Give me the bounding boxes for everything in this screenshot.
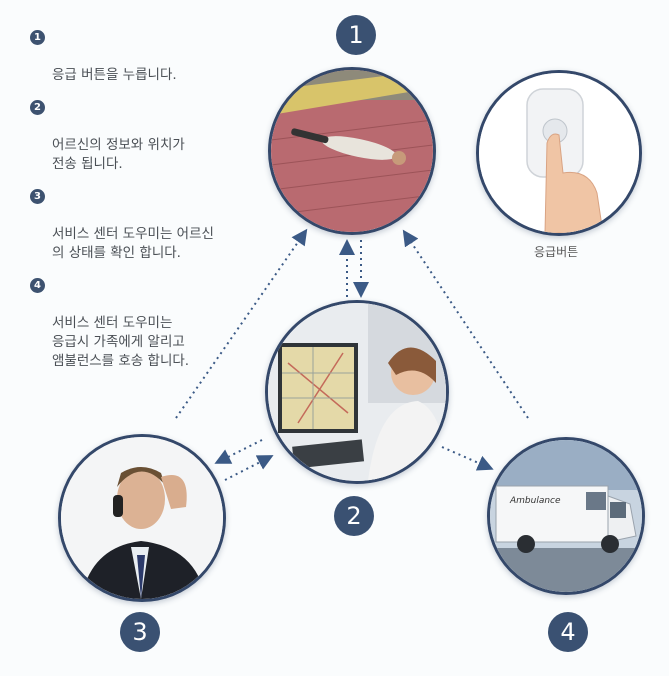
step-text: 서비스 센터 도우미는 응급시 가족에게 알리고 앰불런스를 호송 합니다. (52, 315, 190, 369)
step-item-1: 1 응급 버튼을 누릅니다. (30, 28, 290, 85)
circle-worried-family (58, 434, 226, 602)
badge-step-3: 3 (120, 612, 160, 652)
step-number-badge: 2 (30, 100, 45, 115)
worried-family-illustration (61, 437, 223, 599)
circle-fallen-elder (268, 67, 436, 235)
operator-illustration (268, 303, 446, 481)
step-text: 응급 버튼을 누릅니다. (52, 67, 177, 83)
circle-emergency-button (476, 70, 642, 236)
step-number-badge: 3 (30, 189, 45, 204)
badge-step-1: 1 (336, 15, 376, 55)
step-item-4: 4 서비스 센터 도우미는 응급시 가족에게 알리고 앰불런스를 호송 합니다. (30, 276, 290, 371)
emergency-button-illustration (479, 73, 639, 233)
ambulance-label: Ambulance (510, 496, 561, 506)
step-text: 서비스 센터 도우미는 어르신 의 상태를 확인 합니다. (52, 226, 214, 261)
badge-step-4: 4 (548, 612, 588, 652)
arrow-3-to-1 (175, 228, 308, 419)
ambulance-illustration (490, 440, 642, 592)
step-number-badge: 1 (30, 30, 45, 45)
arrow-3-to-2 (224, 455, 274, 481)
step-number-badge: 4 (30, 278, 45, 293)
emergency-button-caption: 응급버튼 (534, 245, 579, 259)
arrow-2-to-3 (214, 439, 263, 464)
circle-ambulance: Ambulance (487, 437, 645, 595)
step-text: 어르신의 정보와 위치가 전송 됩니다. (52, 137, 185, 172)
step-item-3: 3 서비스 센터 도우미는 어르신 의 상태를 확인 합니다. (30, 187, 290, 263)
arrow-4-to-1 (402, 229, 529, 419)
step-list: 1 응급 버튼을 누릅니다. 2 어르신의 정보와 위치가 전송 됩니다. 3 … (30, 28, 290, 384)
badge-step-2: 2 (334, 496, 374, 536)
step-item-2: 2 어르신의 정보와 위치가 전송 됩니다. (30, 98, 290, 174)
arrow-2-to-4 (441, 446, 494, 471)
circle-service-center-operator (265, 300, 449, 484)
fallen-elder-illustration (271, 70, 433, 232)
